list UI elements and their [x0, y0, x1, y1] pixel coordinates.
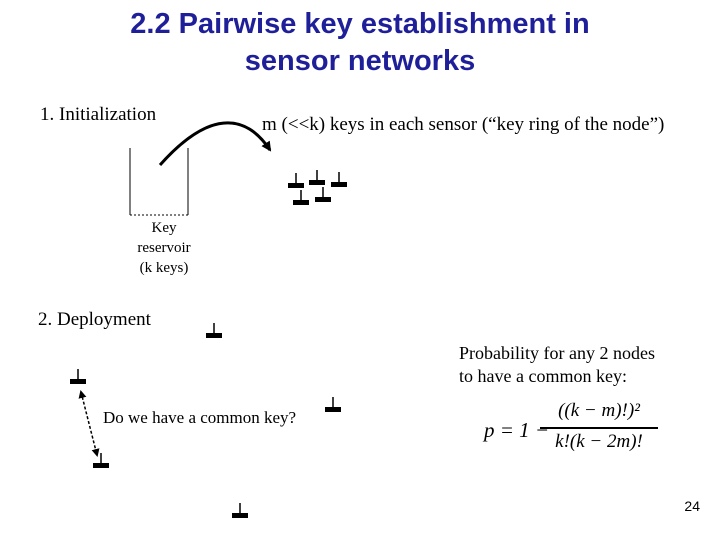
key-ring-description: m (<<k) keys in each sensor (“key ring o…: [262, 114, 665, 135]
probability-description: Probability for any 2 nodes to have a co…: [459, 342, 655, 388]
slide-title: 2.2 Pairwise key establishment in sensor…: [0, 6, 720, 80]
key-ring-cluster: [287, 169, 348, 206]
key-icon: [292, 189, 310, 206]
key-icon: [308, 169, 326, 186]
initialization-label: 1. Initialization: [40, 104, 157, 125]
slide-title-line-2: sensor networks: [244, 45, 476, 77]
probability-description-line: to have a common key:: [459, 366, 627, 386]
reservoir-box-icon: [129, 148, 189, 216]
key-icon: [69, 368, 87, 385]
probability-description-line: Probability for any 2 nodes: [459, 343, 655, 363]
key-icon: [92, 452, 110, 469]
key-reservoir-label-line: Key: [151, 220, 177, 236]
common-key-question: Do we have a common key?: [103, 408, 297, 427]
key-reservoir-label-line: (k keys): [139, 260, 189, 276]
probability-formula: p = 1 − ((k − m)!)² k!(k − 2m)!: [484, 400, 674, 460]
formula-numerator: ((k − m)!)²: [558, 400, 640, 421]
dashed-double-arrow-icon: [78, 390, 100, 457]
key-reservoir-label: Key reservoir (k keys): [124, 218, 204, 278]
key-icon: [205, 322, 223, 339]
page-number: 24: [684, 498, 700, 514]
formula-fraction-bar: [540, 427, 658, 429]
slide-title-line-1: 2.2 Pairwise key establishment in: [130, 8, 590, 40]
key-icon: [324, 396, 342, 413]
formula-lhs: p = 1 −: [484, 418, 550, 442]
formula-denominator: k!(k − 2m)!: [555, 431, 643, 452]
key-icon: [330, 171, 348, 188]
key-icon: [231, 502, 249, 519]
deployment-label: 2. Deployment: [38, 309, 151, 330]
curved-arrow-icon: [158, 121, 272, 166]
key-icon: [314, 186, 332, 203]
key-reservoir-label-line: reservoir: [137, 240, 191, 256]
key-icon: [287, 172, 305, 189]
